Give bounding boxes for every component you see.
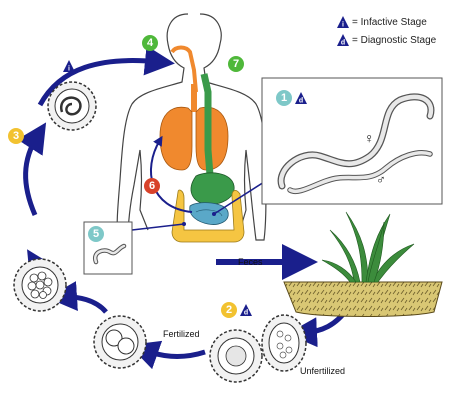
svg-text:d: d xyxy=(341,40,345,47)
cycle-arrow-3-to-4 xyxy=(37,45,175,107)
egg-two-cell xyxy=(93,315,147,369)
left-lung xyxy=(159,106,193,171)
right-lung xyxy=(195,106,229,171)
step-2-badge: 2 xyxy=(221,302,237,318)
soil xyxy=(283,281,443,317)
small-intestine xyxy=(189,202,229,225)
legend-diagnostic: d = Diagnostic Stage xyxy=(336,32,436,48)
airway xyxy=(170,45,198,93)
step-3-badge: 3 xyxy=(8,128,24,144)
diagnostic-stage-icon: d xyxy=(295,92,307,105)
svg-text:i: i xyxy=(68,66,70,73)
step-5-badge: 5 xyxy=(88,226,104,242)
legend-infective: i = Infactive Stage xyxy=(336,14,427,30)
step-4-badge: 4 xyxy=(142,35,158,51)
female-symbol: ♀ xyxy=(364,130,375,146)
cycle-arrow-fertilized-to-left xyxy=(47,281,108,314)
diagnostic-stage-icon: d xyxy=(337,34,349,47)
esophagus xyxy=(200,73,214,176)
fertilized-label: Fertilized xyxy=(163,329,200,339)
legend-diagnostic-text: = Diagnostic Stage xyxy=(352,34,437,46)
infective-stage-icon: i xyxy=(63,60,75,73)
male-symbol: ♂ xyxy=(376,172,386,187)
grass xyxy=(321,211,415,283)
infective-stage-icon: i xyxy=(337,16,349,29)
large-intestine xyxy=(171,189,245,243)
connector-to-larva xyxy=(131,223,185,231)
step-7-badge: 7 xyxy=(228,56,244,72)
legend-infective-text: = Infactive Stage xyxy=(352,16,427,28)
svg-text:d: d xyxy=(244,310,248,317)
svg-text:d: d xyxy=(299,98,303,105)
cycle-arrow-egg-to-3 xyxy=(17,122,47,216)
stomach xyxy=(190,172,235,205)
diagnostic-stage-icon: d xyxy=(240,304,252,317)
unfertilized-label: Unfertilized xyxy=(300,366,346,376)
step-6-badge: 6 xyxy=(144,178,160,194)
egg-cleavage-large xyxy=(13,258,67,312)
svg-text:i: i xyxy=(342,22,344,29)
step-1-badge: 1 xyxy=(276,90,292,106)
fertilized-egg xyxy=(209,329,263,383)
feces-label: Feces xyxy=(238,257,263,267)
unfertilized-egg xyxy=(261,314,307,372)
embryonated-egg-infective xyxy=(47,81,97,131)
cycle-arrow-egg2-to-fertilized xyxy=(128,340,206,370)
